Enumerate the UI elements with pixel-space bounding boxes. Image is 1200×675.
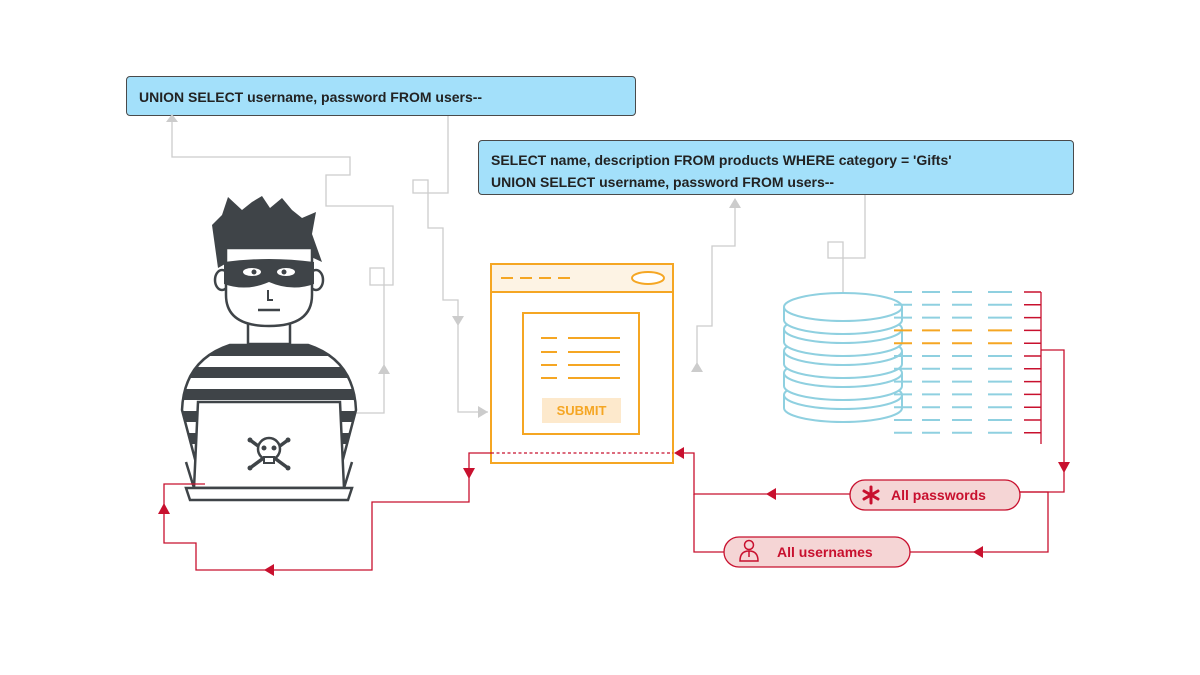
attacker-mask [224, 259, 314, 288]
asterisk-icon [862, 485, 880, 505]
arrow-down-form [452, 316, 464, 326]
arrow-left-passwords [766, 488, 776, 500]
arrow-right-submit [478, 406, 488, 418]
browser-window-icon: SUBMIT [490, 263, 674, 464]
arrow-down-results [1058, 462, 1070, 473]
arrow-up-query [729, 198, 741, 208]
arrow-up-laptop [158, 503, 170, 514]
arrow-up-attacker [378, 364, 390, 374]
all-usernames-label: All usernames [777, 544, 873, 560]
user-icon [739, 539, 759, 562]
injected-query-box: UNION SELECT username, password FROM use… [126, 76, 636, 116]
arrow-left-attacker [264, 564, 274, 576]
submit-button[interactable] [542, 398, 621, 423]
database-icon [783, 292, 903, 423]
injected-query-text: UNION SELECT username, password FROM use… [139, 89, 483, 105]
executed-query-box: SELECT name, description FROM products W… [478, 140, 1074, 195]
data-leak-arrows [158, 447, 1070, 576]
submit-button-label: SUBMIT [557, 403, 607, 418]
attacker-icon [180, 196, 358, 502]
executed-query-line-1: SELECT name, description FROM products W… [491, 152, 952, 168]
arrow-left-usernames [973, 546, 983, 558]
arrow-up-form-out [691, 362, 703, 372]
arrow-down-leak [463, 468, 475, 479]
all-usernames-pill: All usernames [723, 536, 911, 568]
all-passwords-label: All passwords [891, 487, 986, 503]
arrow-left-form [674, 447, 684, 459]
database-table-rows [894, 291, 1041, 434]
browser-address-pill [631, 271, 665, 285]
all-passwords-pill: All passwords [849, 479, 1021, 511]
executed-query-line-2: UNION SELECT username, password FROM use… [491, 174, 835, 190]
form-fields [541, 337, 620, 379]
arrow-up-payload [166, 114, 178, 122]
